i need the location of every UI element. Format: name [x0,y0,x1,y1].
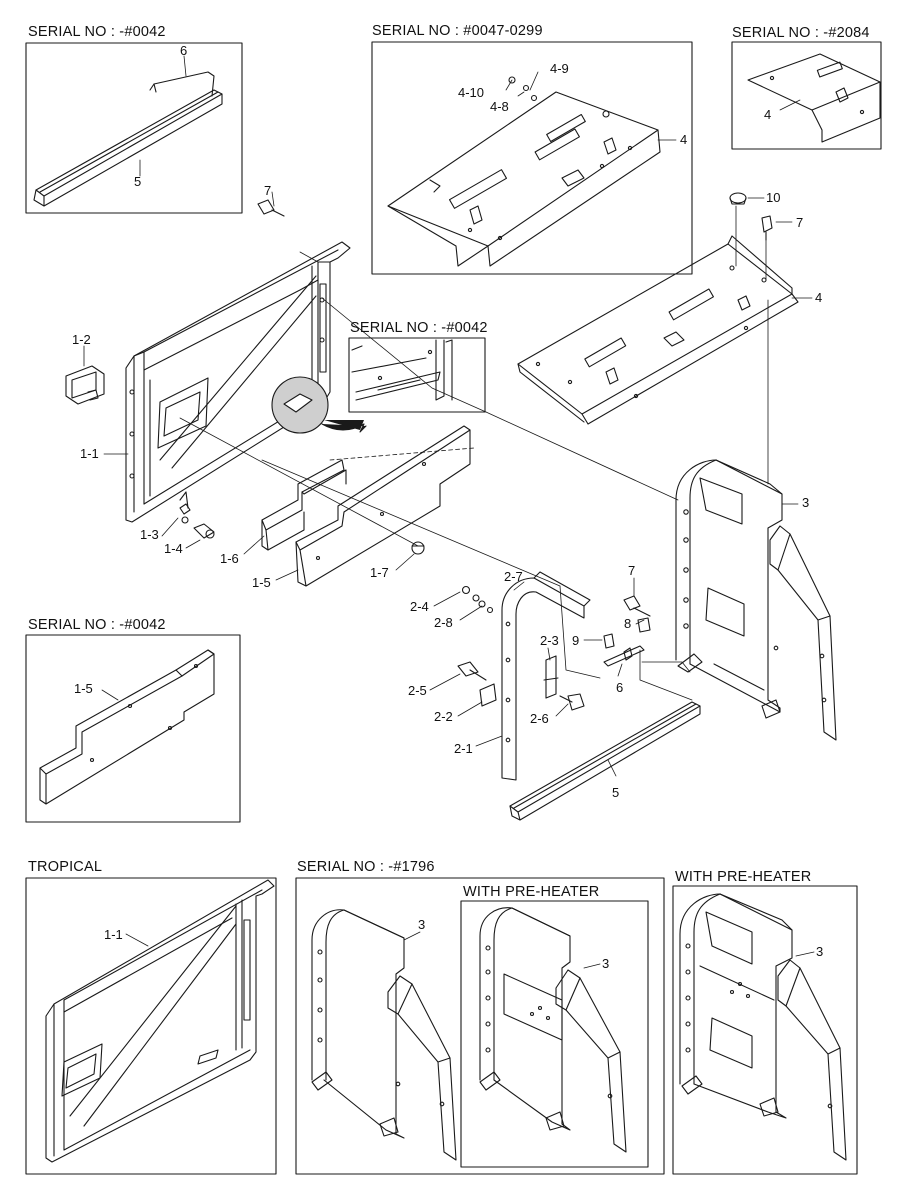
callout-6-top-left: 6 [180,43,188,58]
callout-7-door: 7 [264,183,272,198]
callout-leaders [83,55,815,969]
leader-lines [179,205,769,701]
door-1-1 [125,241,351,523]
callout-1-6: 1-6 [220,551,239,566]
callout-1-2: 1-2 [72,332,91,347]
panel-1-5 [295,425,471,587]
frame-inset-center [348,337,486,413]
plate-4-main [517,235,799,425]
bracket-2-1 [501,571,591,781]
bracket-3-main [675,459,837,741]
rail-5-main [509,701,701,821]
bracket-3-pre-heater-right [679,893,847,1161]
brackets-2-2-2-3 [479,655,559,707]
fasteners-1-3-1-4 [179,503,215,539]
callout-2-8: 2-8 [434,615,453,630]
frame-mid-left [25,634,241,823]
serial-caption-top-left: SERIAL NO : -#0042 [28,24,166,40]
detail-zoom [271,376,367,434]
callout-10: 10 [766,190,781,205]
serial-caption-top-mid: SERIAL NO : #0047-0299 [372,23,543,39]
callout-2-7: 2-7 [504,569,523,584]
frame-top-right [731,41,882,150]
callout-1-4: 1-4 [164,541,183,556]
callout-9: 9 [572,633,580,648]
panel-1-5-old [39,649,215,805]
rail-5-old [33,71,223,207]
frame-top-left [25,42,243,214]
callout-1-1: 1-1 [80,446,99,461]
callout-7-bracket: 7 [628,563,636,578]
frame-tropical [25,877,277,1175]
callout-2-3: 2-3 [540,633,559,648]
callout-4-8: 4-8 [490,99,509,114]
callout-1-1-tropical: 1-1 [104,927,123,942]
seal-1-6 [261,459,347,551]
callout-4-9: 4-9 [550,61,569,76]
callout-3-1796: 3 [418,917,426,932]
serial-caption-top-right: SERIAL NO : -#2084 [732,25,870,41]
tropical-caption: TROPICAL [28,859,103,875]
callout-5-top-left: 5 [134,174,142,189]
callout-1-5-old: 1-5 [74,681,93,696]
callout-3-pre-heater-right: 3 [816,944,824,959]
callout-5-main: 5 [612,785,620,800]
pre-heater-caption-2: WITH PRE-HEATER [675,869,812,885]
pre-heater-caption-1: WITH PRE-HEATER [463,884,600,900]
cap-10-bolt-7 [257,192,773,241]
callout-2-1: 2-1 [454,741,473,756]
callout-4-top-mid: 4 [680,132,688,147]
frame-top-mid [371,41,693,275]
callout-8: 8 [624,616,632,631]
latch-1-2 [65,365,105,405]
callout-3-main: 3 [802,495,810,510]
callout-1-7: 1-7 [370,565,389,580]
plate-4-right [747,53,881,143]
frame-pre-heater-right [672,885,858,1175]
plate-4-mid [387,76,661,267]
bracket-3-pre-heater-inner [479,907,627,1153]
bracket-3-1796 [311,909,457,1161]
serial-caption-inset: SERIAL NO : -#0042 [350,320,488,336]
callout-2-5: 2-5 [408,683,427,698]
fasteners-group-2 [457,585,651,711]
callout-1-5-main: 1-5 [252,575,271,590]
callout-3-pre-heater-inner: 3 [602,956,610,971]
callout-4-main: 4 [815,290,823,305]
callout-7-plate: 7 [796,215,804,230]
callout-1-3: 1-3 [140,527,159,542]
callout-2-2: 2-2 [434,709,453,724]
callout-2-6: 2-6 [530,711,549,726]
callout-6-main: 6 [616,680,624,695]
frame-pre-heater-inner [460,900,649,1168]
door-tropical [45,879,275,1163]
callout-4-top-right: 4 [764,107,772,122]
rod-6-main [603,645,645,667]
serial-caption-bottom-mid: SERIAL NO : -#1796 [297,859,435,875]
inset-detail [351,339,453,401]
callout-4-10: 4-10 [458,85,485,100]
serial-caption-mid-left: SERIAL NO : -#0042 [28,617,166,633]
callout-2-4: 2-4 [410,599,429,614]
frame-serial-1796 [295,877,665,1175]
